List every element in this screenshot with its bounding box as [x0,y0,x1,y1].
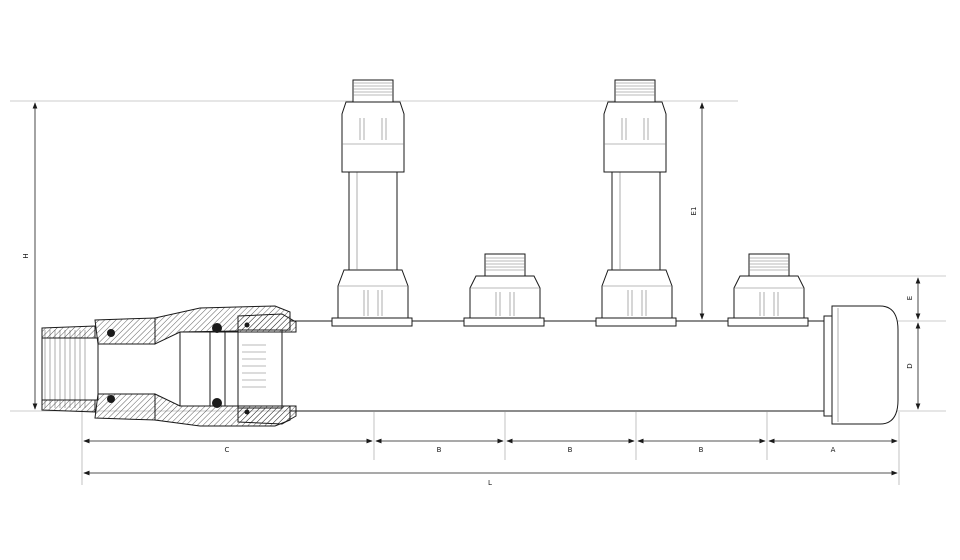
label-H: H [22,253,30,258]
label-C: C [225,446,230,454]
label-B2: B [568,446,573,454]
dimension-lines [32,102,921,476]
label-E: E [906,296,914,300]
label-A: A [831,446,836,454]
outlet-3-thread [615,82,655,96]
label-D: D [906,363,914,368]
label-E1: E1 [690,207,698,216]
collet-teeth [242,344,266,388]
label-B3: B [699,446,704,454]
outlet-3-tall [595,79,677,327]
inlet-thread [44,330,86,408]
dimension-labels: H E1 E D C B B B A L [22,207,914,487]
outlet-4-short [727,253,809,327]
label-L: L [488,479,492,487]
inlet-connector [41,305,297,427]
outlet-1-tall [331,79,413,327]
outlet-2-short [463,253,545,327]
outlet-1-thread [353,82,393,96]
label-B1: B [437,446,442,454]
